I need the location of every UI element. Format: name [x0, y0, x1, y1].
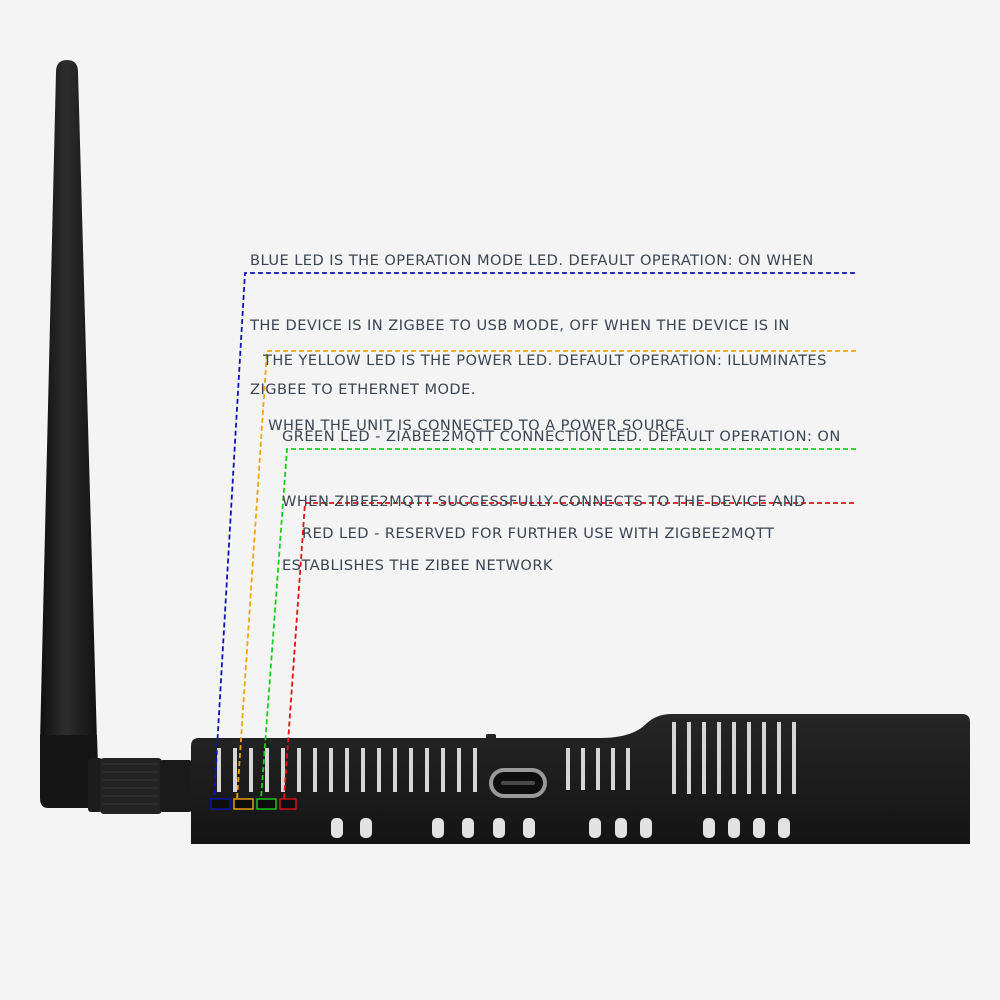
description-line: BLUE LED IS THE OPERATION MODE LED. DEFA… — [250, 252, 814, 269]
upper-vents-middle — [566, 748, 630, 790]
usb-c-port-icon — [489, 768, 547, 798]
red-led-indicator — [279, 798, 297, 810]
description-line: WHEN THE UNIT IS CONNECTED TO A POWER SO… — [263, 416, 691, 434]
device-body — [191, 714, 970, 844]
green-led-description: GREEN LED - ZIABEE2MQTT CONNECTION LED. … — [282, 383, 841, 620]
antenna-connector — [100, 758, 162, 814]
blue-leader-line — [213, 272, 855, 800]
description-line: WHEN ZIBEE2MQTT SUCCESSFULLY CONNECTS TO… — [282, 492, 806, 510]
description-line: ESTABLISHES THE ZIBEE NETWORK — [282, 557, 553, 574]
blue-led-indicator — [210, 798, 231, 810]
blue-led-description: BLUE LED IS THE OPERATION MODE LED. DEFA… — [250, 207, 814, 444]
description-line: THE YELLOW LED IS THE POWER LED. DEFAULT… — [263, 352, 827, 369]
red-led-description: RED LED - RESERVED FOR FURTHER USE WITH … — [302, 480, 774, 588]
red-leader-line — [283, 502, 854, 800]
green-leader-line — [260, 448, 856, 800]
description-line: ZIGBEE TO ETHERNET MODE. — [250, 381, 476, 398]
antenna-icon — [40, 60, 192, 814]
leader-lines — [213, 272, 856, 800]
upper-vents-left — [217, 748, 477, 792]
description-line: RED LED - RESERVED FOR FURTHER USE WITH … — [302, 525, 775, 542]
description-line: THE DEVICE IS IN ZIGBEE TO USB MODE, OFF… — [250, 316, 790, 334]
led-indicators — [210, 798, 297, 810]
top-button — [486, 734, 496, 740]
yellow-led-indicator — [233, 798, 254, 810]
yellow-leader-line — [236, 350, 856, 800]
upper-vents-right — [672, 722, 796, 794]
yellow-led-description: THE YELLOW LED IS THE POWER LED. DEFAULT… — [263, 307, 827, 479]
description-line: GREEN LED - ZIABEE2MQTT CONNECTION LED. … — [282, 428, 841, 445]
green-led-indicator — [256, 798, 277, 810]
lower-slots — [331, 818, 790, 838]
